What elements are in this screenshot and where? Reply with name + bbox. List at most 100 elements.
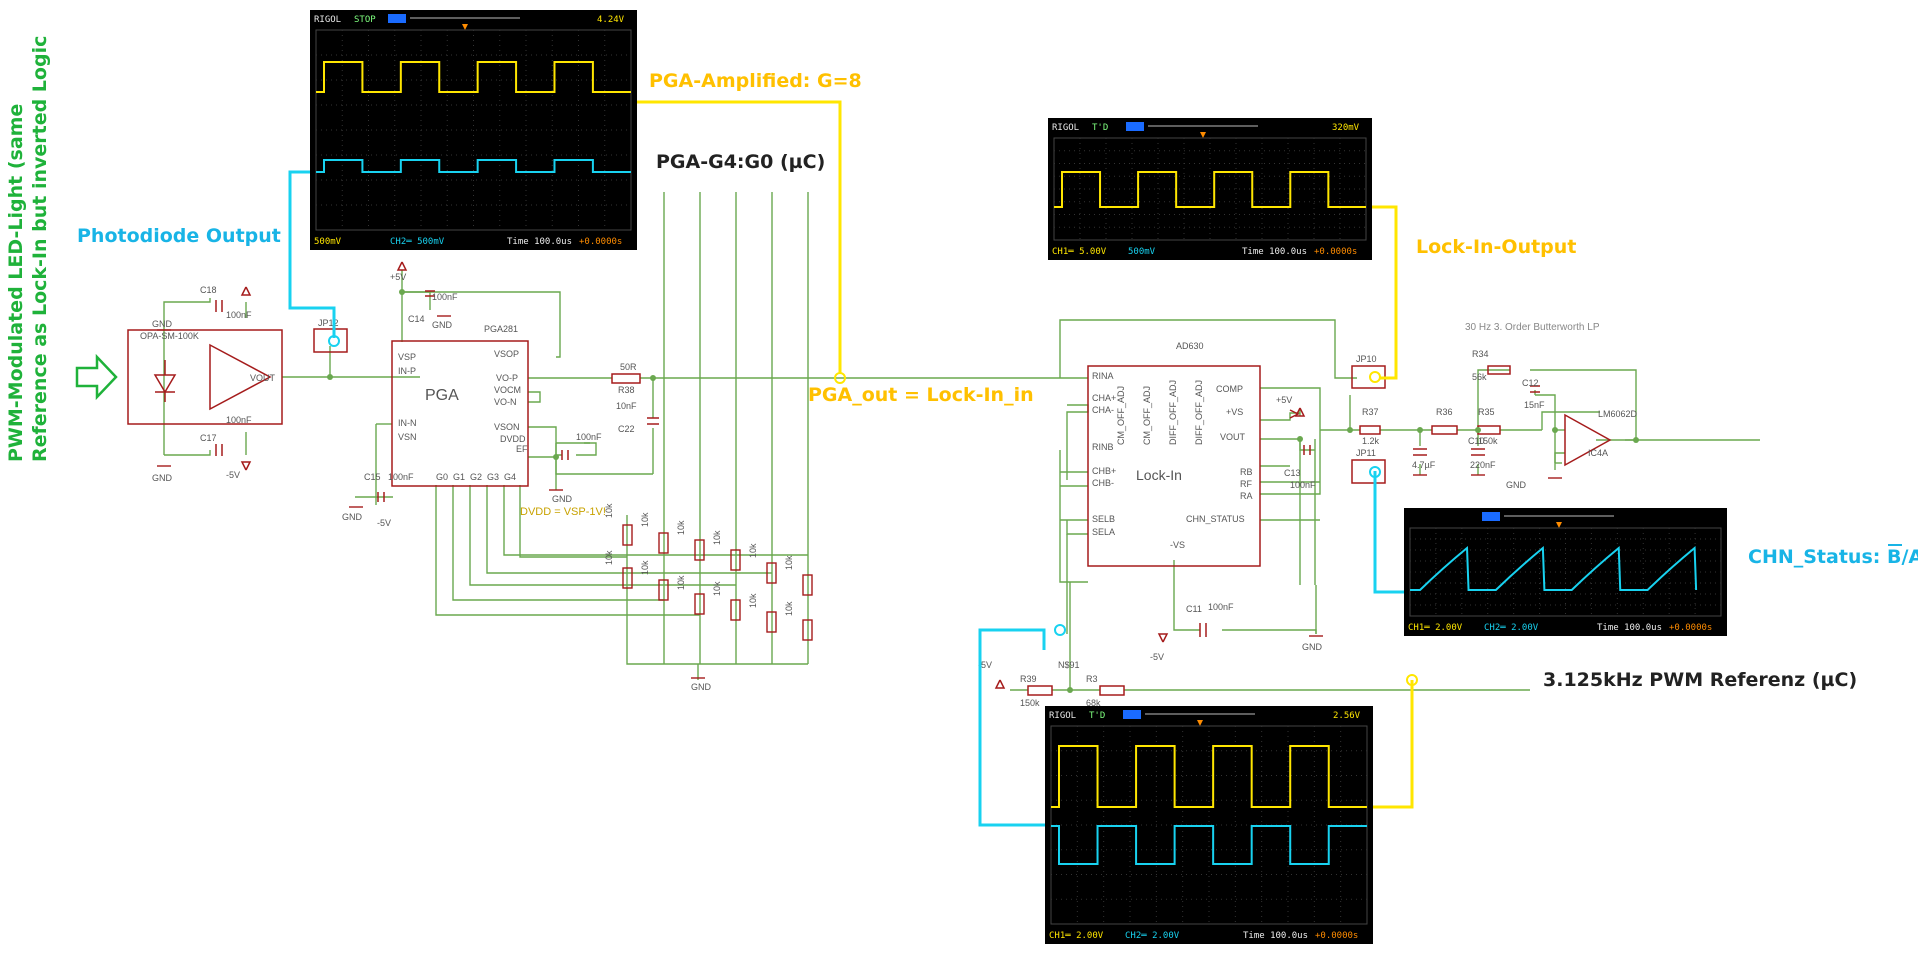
- scope3-ch1: CH1═ 2.00V: [1408, 623, 1463, 633]
- c14-value: 100nF: [432, 292, 458, 302]
- pga-out-label: PGA_out = Lock-In_in: [808, 384, 1034, 406]
- jp10-label: JP10: [1356, 354, 1377, 364]
- scope2-ch1: CH1═ 5.00V: [1052, 247, 1107, 257]
- scope1-trace-2: [316, 159, 631, 173]
- scope4-trace-1: [1051, 745, 1367, 808]
- r35-label: R35: [1478, 407, 1495, 417]
- scope2-trigger: 320mV: [1332, 123, 1360, 133]
- c13-label: C13: [1284, 468, 1301, 478]
- svg-text:10k: 10k: [748, 543, 758, 558]
- scope3-offset: +0.0000s: [1669, 623, 1712, 633]
- svg-text:10k: 10k: [676, 520, 686, 535]
- r3-value: 68k: [1086, 698, 1101, 708]
- oscilloscope-panels: RIGOL STOP 4.24V 500mV CH2═ 500mV Time 100.0u…: [310, 10, 1727, 944]
- m5v-label-1: -5V: [226, 470, 240, 480]
- scope1-trace-1: [316, 61, 631, 93]
- scope3-time: Time 100.0us: [1597, 623, 1662, 633]
- c9-value: 4.7µF: [1412, 460, 1436, 470]
- gnd-label-8: GND: [1506, 480, 1527, 490]
- svg-text:10k: 10k: [712, 530, 722, 545]
- c10-label: C10: [1468, 436, 1485, 446]
- scope2-trace-1: [1054, 171, 1366, 208]
- r38-resistor: [611, 373, 641, 384]
- pga-gain-bits-label: PGA-G4:G0 (µC): [656, 151, 825, 173]
- svg-text:DIFF_OFF_ADJ: DIFF_OFF_ADJ: [1168, 380, 1178, 445]
- scope2-battery-icon: [1126, 122, 1144, 131]
- highlight-wires: [288, 100, 1418, 827]
- lockin-body-label: Lock-In: [1136, 467, 1182, 483]
- ad630-cha-plus: CHA+: [1092, 393, 1116, 403]
- lockin-output-probe-wire: [1370, 205, 1398, 380]
- c11-label: C11: [1186, 604, 1202, 614]
- gnd-label-7: GND: [1302, 642, 1323, 652]
- r34-resistor: [1487, 365, 1511, 375]
- scope4-offset: +0.0000s: [1315, 931, 1358, 941]
- pga-inp: IN-P: [398, 366, 416, 376]
- net-n91-label: N$91: [1058, 660, 1080, 670]
- scope1-trigger-marker-icon: [462, 24, 468, 30]
- ad630-chb-plus: CHB+: [1092, 466, 1116, 476]
- svg-text:10k: 10k: [748, 593, 758, 608]
- svg-text:DIFF_OFF_ADJ: DIFF_OFF_ADJ: [1194, 380, 1204, 445]
- scope2-offset: +0.0000s: [1314, 247, 1357, 257]
- gnd-label-1: GND: [152, 319, 173, 329]
- p5v-label-2: +5V: [1276, 395, 1292, 405]
- components: [127, 261, 1612, 696]
- pga-name: PGA281: [484, 324, 518, 334]
- pga-out-probe-wire: [630, 100, 842, 374]
- pga-vocm: VOCM: [494, 385, 521, 395]
- svg-text:10k: 10k: [604, 550, 614, 565]
- r34-value: 56k: [1472, 372, 1487, 382]
- scope4-trace-2: [1051, 825, 1367, 865]
- c11-value: 100nF: [1208, 602, 1234, 612]
- scope4-time: Time 100.0us: [1243, 931, 1308, 941]
- pga-inn: IN-N: [398, 418, 417, 428]
- ad630-vout: VOUT: [1220, 432, 1246, 442]
- ad630-top-labels: CM_OFF_ADJ CM_OFF_ADJ DIFF_OFF_ADJ DIFF_…: [1116, 380, 1204, 445]
- photodiode-output-label: Photodiode Output: [77, 225, 281, 247]
- c10-value: 220nF: [1470, 460, 1496, 470]
- jp11-jumper: [1351, 459, 1386, 484]
- jp12-jumper: [313, 328, 348, 353]
- pga-ef: EF: [516, 444, 528, 454]
- ic4a-label: IC4A: [1588, 448, 1608, 458]
- pga-amplified-label: PGA-Amplified: G=8: [649, 70, 862, 92]
- ad630-box: [1087, 365, 1261, 567]
- scope4-ch1: CH1═ 2.00V: [1049, 931, 1104, 941]
- scope1-trigger: 4.24V: [597, 15, 625, 25]
- scope1-brand: RIGOL: [314, 15, 341, 25]
- m5v-label-3: -5V: [1150, 652, 1164, 662]
- svg-text:10k: 10k: [712, 581, 722, 596]
- ad630-cha-minus: CHA-: [1092, 405, 1114, 415]
- scope1-ch2: CH2═ 500mV: [390, 237, 445, 247]
- r3-resistor: [1099, 685, 1125, 696]
- scope2-status: T'D: [1092, 123, 1108, 133]
- scope1-status: STOP: [354, 15, 376, 25]
- r37-resistor: [1359, 425, 1381, 435]
- lockin-output-label: Lock-In-Output: [1416, 236, 1576, 258]
- scope3-battery-icon: [1482, 512, 1500, 521]
- scope4-ch2: CH2═ 2.00V: [1125, 931, 1180, 941]
- c12-label: C12: [1522, 378, 1539, 388]
- pga-g1: G1: [453, 472, 465, 482]
- pga-vop: VO-P: [496, 373, 518, 383]
- gnd-label-4: GND: [342, 512, 363, 522]
- pga281-box: [391, 340, 529, 487]
- ground-symbols: [157, 315, 1562, 679]
- scope4-trigger: 2.56V: [1333, 711, 1361, 721]
- ad630-ra: RA: [1240, 491, 1253, 501]
- ad630-comp: COMP: [1216, 384, 1243, 394]
- c22-label: C22: [618, 424, 635, 434]
- scope1-ch1: 500mV: [314, 237, 342, 247]
- c12-value: 15nF: [1524, 400, 1545, 410]
- svg-text:10k: 10k: [784, 601, 794, 616]
- pga-g4: G4: [504, 472, 516, 482]
- r38-label: R38: [618, 385, 635, 395]
- dvdd-note: DVDD = VSP-1V!: [520, 506, 606, 518]
- scope4-battery-icon: [1123, 710, 1141, 719]
- c21-value: 100nF: [576, 432, 602, 442]
- pga-dvdd: DVDD: [500, 434, 526, 444]
